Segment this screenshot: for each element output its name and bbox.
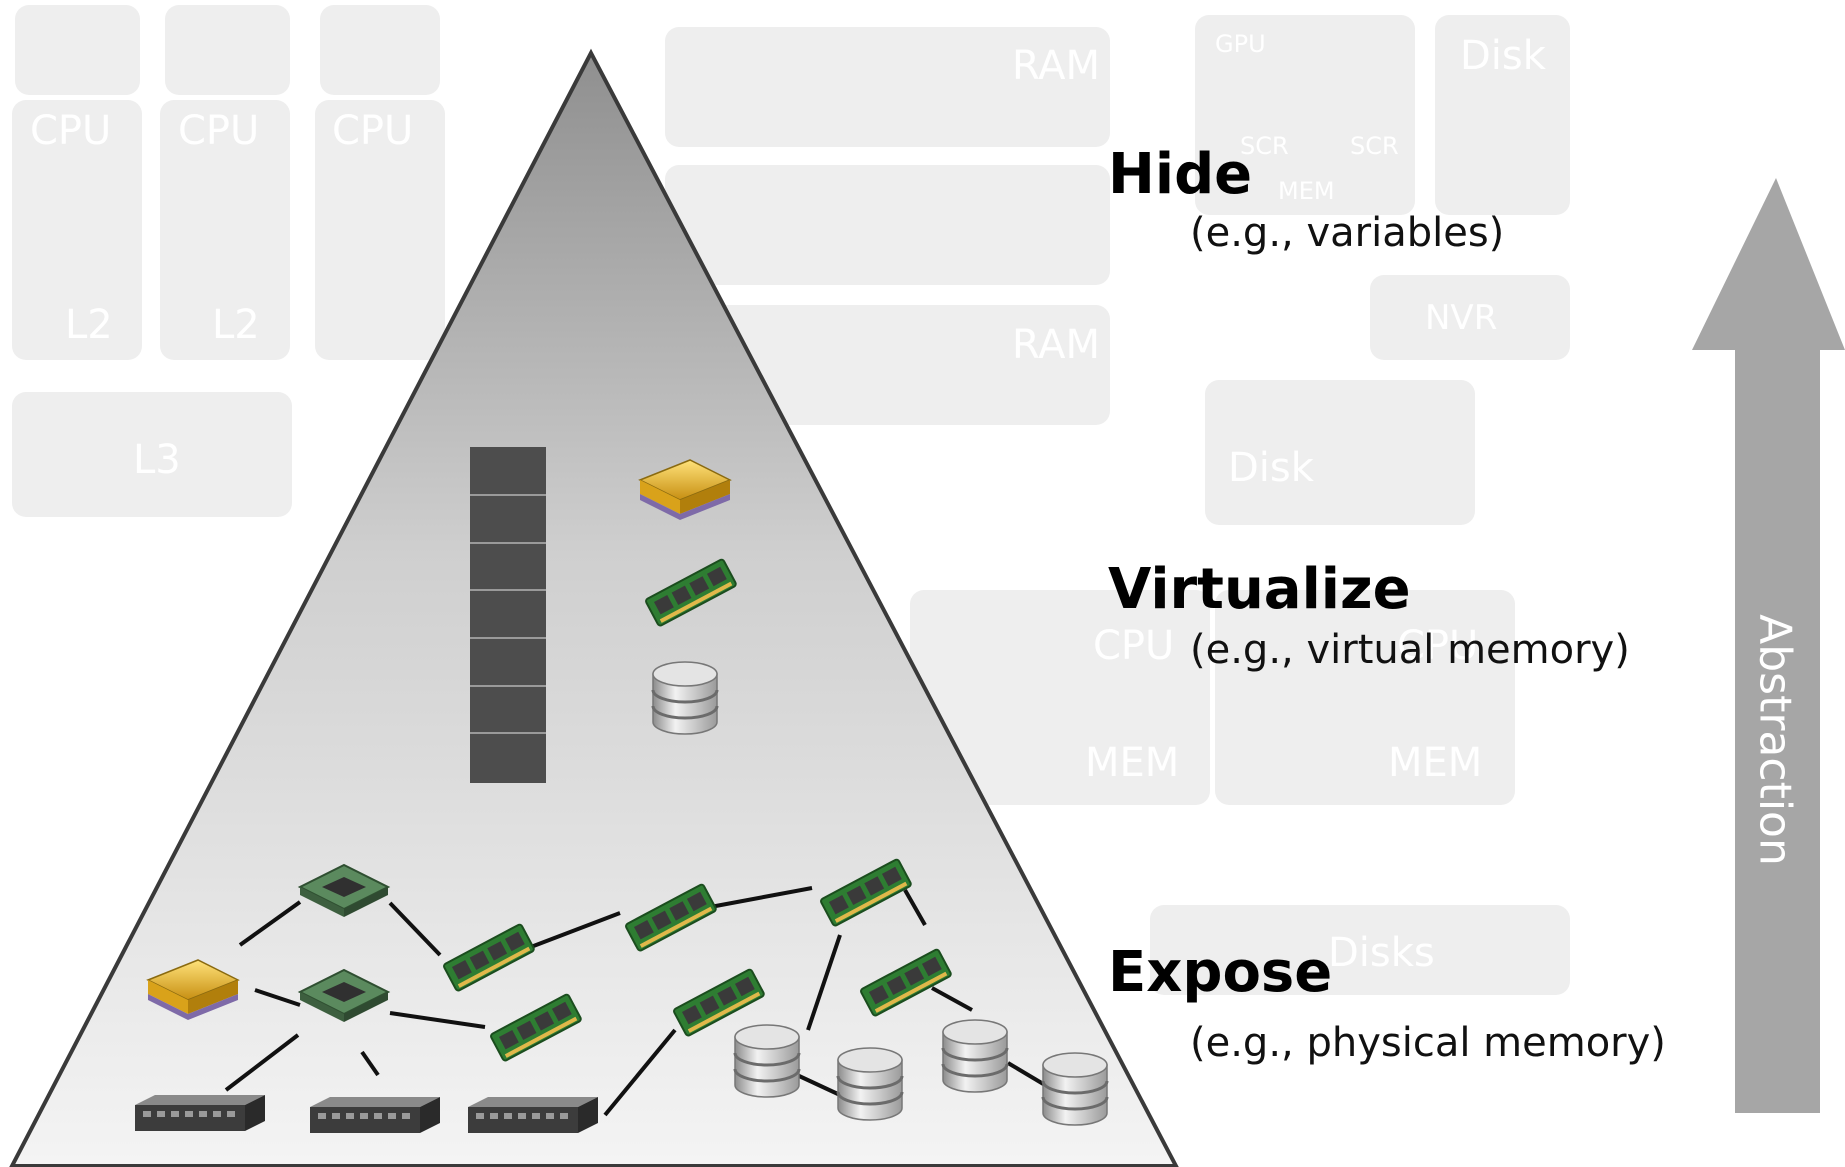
ghost-ram-label: RAM	[1012, 322, 1101, 368]
ghost-cpu-label: CPU	[1397, 623, 1479, 669]
ghost-cpu-label: CPU	[30, 108, 112, 154]
abstraction-arrow-label: Abstraction	[1749, 614, 1801, 866]
ghost-cpu-label: CPU	[332, 108, 414, 154]
ghost-cpu-box	[12, 100, 142, 360]
ghost-gpu-label: GPU	[1215, 30, 1266, 58]
ghost-l2-label: L2	[65, 302, 113, 348]
ghost-mem-label: MEM	[1388, 740, 1483, 786]
ghost-ram-box	[665, 27, 1110, 147]
register-stack-icon	[470, 447, 546, 783]
ghost-mem-label: MEM	[1085, 740, 1180, 786]
ghost-cpu-box	[315, 100, 445, 360]
virtualize-level-example: (e.g., virtual memory)	[1190, 627, 1630, 673]
hide-level-title: Hide	[1108, 142, 1253, 207]
network-switch-icon	[310, 1097, 440, 1133]
ghost-chip-box	[15, 5, 140, 95]
ghost-scr-label: SCR	[1350, 132, 1399, 160]
ghost-cpu-label: CPU	[1093, 623, 1175, 669]
database-icon	[941, 1018, 1009, 1094]
ghost-chip-box	[320, 5, 440, 95]
ghost-mem-label: MEM	[1278, 177, 1335, 205]
ghost-scr-label: SCR	[1240, 132, 1289, 160]
network-switch-icon	[135, 1095, 265, 1131]
network-switch-icon	[468, 1097, 598, 1133]
database-icon	[1041, 1051, 1109, 1127]
expose-level-example: (e.g., physical memory)	[1190, 1020, 1666, 1066]
database-icon	[733, 1023, 801, 1099]
ghost-disk-box	[1435, 15, 1570, 215]
virtualize-level-title: Virtualize	[1108, 557, 1411, 622]
ghost-l3-label: L3	[133, 437, 181, 483]
ghost-ram-box	[665, 165, 1110, 285]
ghost-cpu-box	[160, 100, 290, 360]
ghost-l3-box	[12, 392, 292, 517]
ghost-gpu-box	[1195, 15, 1415, 215]
ghost-ram-label: RAM	[1012, 43, 1101, 89]
database-icon	[651, 660, 719, 736]
ghost-nvr-box	[1370, 275, 1570, 360]
ghost-disk-box	[1205, 380, 1475, 525]
ghost-disks-box	[1150, 905, 1570, 995]
ghost-nvr-label: NVR	[1425, 298, 1498, 338]
database-icon	[836, 1046, 904, 1122]
abstraction-arrow	[1692, 178, 1845, 1113]
ghost-l2-label: L2	[212, 302, 260, 348]
ghost-disks-label: Disks	[1328, 930, 1435, 976]
hardware-connections	[224, 886, 1047, 1117]
ghost-cpu-label: CPU	[178, 108, 260, 154]
ghost-cpu-box	[1215, 590, 1515, 805]
ghost-disk-label: Disk	[1228, 445, 1314, 491]
hide-level-example: (e.g., variables)	[1190, 210, 1505, 256]
expose-level-title: Expose	[1108, 940, 1333, 1005]
ghost-disk-label: Disk	[1460, 33, 1546, 79]
ghost-chip-box	[165, 5, 290, 95]
